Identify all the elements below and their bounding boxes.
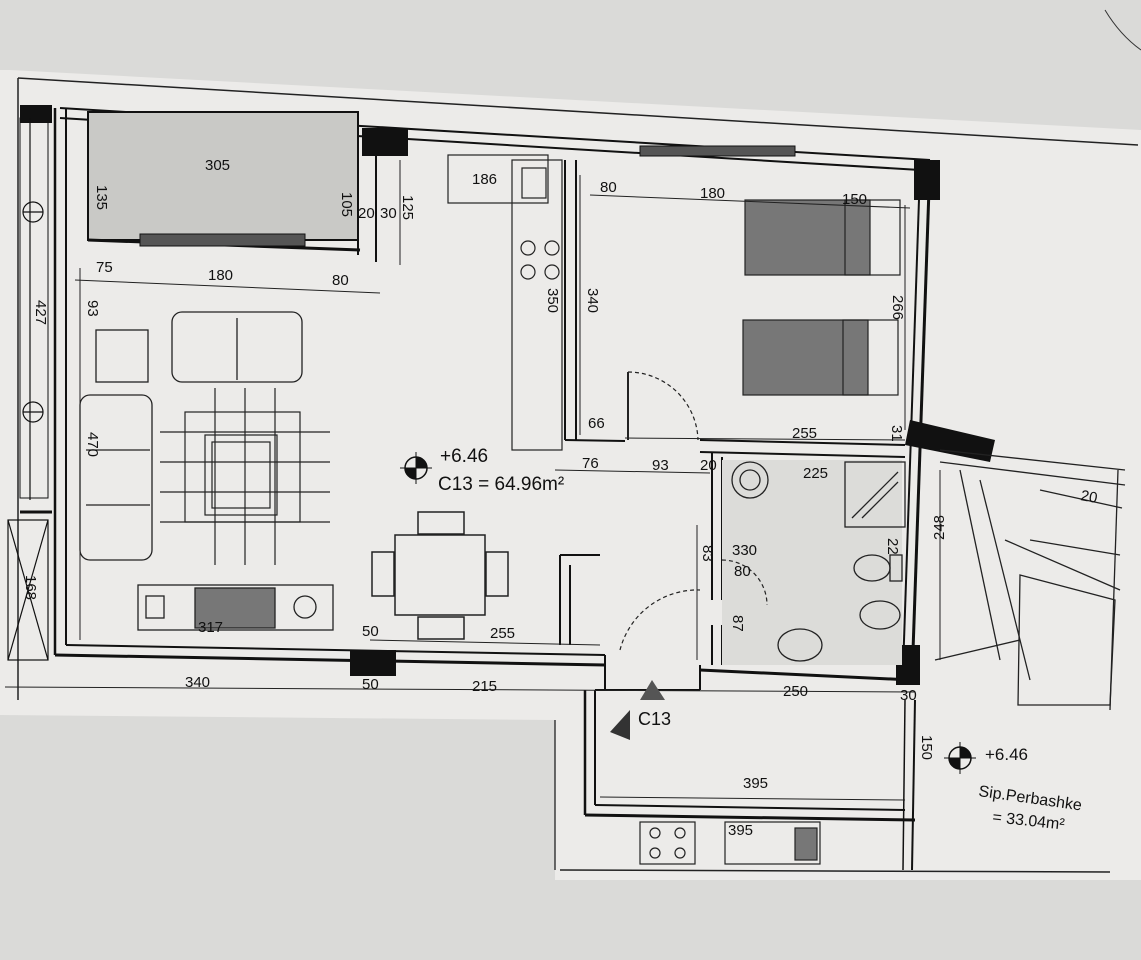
dim-266: 266 xyxy=(889,295,906,320)
kitchen-counter xyxy=(447,154,563,451)
tv-unit xyxy=(137,584,334,631)
dim-30-bottom: 30 xyxy=(900,687,917,704)
dim-340-bottom: 340 xyxy=(185,674,210,691)
dim-105: 105 xyxy=(338,192,355,217)
unit-marker-label: C13 xyxy=(638,709,671,729)
windows xyxy=(19,117,796,499)
dim-180-bed: 180 xyxy=(700,185,725,202)
dimension-lines xyxy=(4,160,941,801)
terrace-top xyxy=(87,111,377,262)
dim-250: 250 xyxy=(783,683,808,700)
dim-93-hall: 93 xyxy=(652,457,669,474)
dim-317: 317 xyxy=(198,619,223,636)
dim-83: 83 xyxy=(699,545,716,562)
table-icon xyxy=(160,388,330,565)
toilet-icon xyxy=(853,554,903,630)
dim-395-bottom: 395 xyxy=(728,822,753,839)
shared-elevation: +6.46 xyxy=(985,745,1028,764)
dim-76: 76 xyxy=(582,455,599,472)
main-unit-label: +6.46 C13 = 64.96m² xyxy=(400,446,564,495)
dim-135: 135 xyxy=(93,185,110,210)
dim-50-bottom: 50 xyxy=(362,676,379,693)
dim-305: 305 xyxy=(205,157,230,174)
stove-icon xyxy=(520,240,560,280)
dim-66: 66 xyxy=(588,415,605,432)
dim-20-stair: 20 xyxy=(1079,487,1098,507)
dim-80-living: 80 xyxy=(332,272,349,289)
dining-table-icon xyxy=(371,511,509,640)
dim-80-bed: 80 xyxy=(600,179,617,196)
balcony-units xyxy=(639,821,821,865)
main-area-label: C13 = 64.96m² xyxy=(438,474,564,495)
dim-255-bed: 255 xyxy=(792,425,817,442)
compass-mark-icon xyxy=(400,452,432,484)
dim-93: 93 xyxy=(84,300,101,317)
dim-22: 22 xyxy=(884,538,901,555)
shower-icon xyxy=(844,461,906,528)
dim-150-balcony: 150 xyxy=(918,735,935,760)
bathroom-fixtures xyxy=(722,460,906,665)
stair-icon xyxy=(934,449,1126,711)
main-elevation: +6.46 xyxy=(440,446,488,467)
dim-50-top: 50 xyxy=(362,623,379,640)
dim-87: 87 xyxy=(729,615,746,632)
compass-mark-icon xyxy=(944,742,976,774)
sink-icon xyxy=(731,461,769,499)
dim-248: 248 xyxy=(931,515,948,540)
dim-168: 168 xyxy=(22,575,39,600)
unit-marker: C13 xyxy=(610,680,671,740)
dim-30: 30 xyxy=(380,205,397,222)
dim-80-bath: 80 xyxy=(734,563,751,580)
dim-75: 75 xyxy=(96,259,113,276)
dimension-labels: 305 135 105 20 30 125 75 180 80 93 470 4… xyxy=(22,157,1099,839)
bed-icon xyxy=(742,199,901,396)
dim-330: 330 xyxy=(732,542,757,559)
dim-395-top: 395 xyxy=(743,775,768,792)
dim-31: 31 xyxy=(888,425,905,442)
exterior-walls xyxy=(53,107,932,871)
dim-125: 125 xyxy=(399,195,416,220)
dim-186: 186 xyxy=(472,171,497,188)
dim-225: 225 xyxy=(803,465,828,482)
dim-255-living: 255 xyxy=(490,625,515,642)
doors xyxy=(619,371,768,651)
left-strip xyxy=(7,118,52,661)
dim-215: 215 xyxy=(472,678,497,695)
dim-20-hall: 20 xyxy=(700,457,717,474)
interior-walls xyxy=(559,160,906,691)
dim-150: 150 xyxy=(842,191,867,208)
dim-427: 427 xyxy=(32,300,49,325)
dim-350: 350 xyxy=(544,288,561,313)
dim-340-bed: 340 xyxy=(584,288,601,313)
dim-470: 470 xyxy=(84,432,101,457)
dim-180-living: 180 xyxy=(208,267,233,284)
dim-20: 20 xyxy=(358,205,375,222)
